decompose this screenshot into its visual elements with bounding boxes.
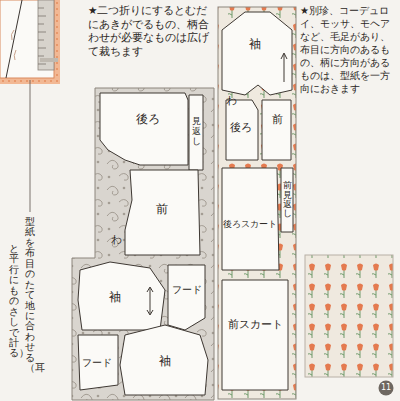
pattern-piece: フード (168, 265, 205, 330)
piece-outline (78, 262, 165, 330)
pattern-piece: 見返し (189, 95, 203, 170)
grain-arrow (281, 53, 287, 82)
pattern-piece: 前スカート (222, 280, 288, 390)
piece-shape (168, 265, 205, 330)
piece-outline (262, 100, 291, 160)
pattern-piece: 前 (262, 100, 291, 160)
piece-shape (222, 168, 279, 270)
piece-shape (78, 335, 118, 390)
piece-shape (222, 12, 292, 95)
pattern-piece: 前 (125, 170, 200, 255)
pattern-piece: 袖 (78, 262, 165, 330)
piece-shape (281, 168, 293, 232)
piece-outline (222, 280, 288, 390)
grain-arrow (147, 287, 153, 315)
piece-name: 袖 (249, 38, 261, 51)
page-number: 11 (381, 384, 391, 392)
piece-shape (222, 280, 288, 390)
pattern-piece: 前見返し (281, 168, 293, 232)
piece-name: フード (82, 357, 112, 368)
fold-mark: わ (111, 234, 122, 246)
pattern-piece: 袖 (222, 12, 292, 95)
note-text: ★別珍、コーデュロイ、モッサ、モヘアなど、毛足があり、布目に方向のあるもの、柄に… (300, 4, 396, 95)
piece-shape (120, 325, 208, 395)
piece-outline (100, 93, 188, 165)
vertical-note: 型紙を布目のたて地に合わせる（耳 (25, 217, 35, 374)
piece-outline (168, 265, 205, 330)
piece-name: 後ろ (136, 113, 160, 126)
piece-name: 前スカート (228, 319, 283, 331)
piece-shape (125, 170, 200, 255)
piece-shape (189, 95, 203, 170)
piece-shape (100, 93, 188, 165)
pattern-piece: 後ろスカート (222, 168, 279, 270)
pattern-piece: 後ろ (226, 100, 258, 160)
piece-name: 見返し (192, 117, 201, 147)
piece-outline (222, 12, 292, 95)
piece-name: 後ろ (230, 122, 252, 134)
piece-name: 前 (272, 114, 283, 126)
pattern-piece: 後ろ (100, 93, 188, 165)
pattern-piece: 袖 (120, 325, 208, 395)
pattern-piece: フード (78, 335, 118, 390)
piece-outline (222, 168, 279, 270)
piece-shape (78, 262, 165, 330)
vertical-note: と平行にものさしで計る） (9, 244, 19, 359)
piece-name: 前見返し (283, 181, 292, 218)
piece-shape (262, 100, 291, 160)
piece-shape (226, 100, 258, 160)
note-text: ★二つ折りにするとむだにあきがでるもの、柄合わせが必要なものは広げて裁ちます (88, 4, 214, 59)
piece-name: 後ろスカート (223, 220, 277, 230)
piece-name: 袖 (159, 355, 171, 368)
piece-name: 前 (156, 203, 168, 216)
piece-name: フード (172, 284, 202, 295)
piece-name: 袖 (109, 291, 121, 304)
fold-mark: わ (226, 95, 237, 107)
